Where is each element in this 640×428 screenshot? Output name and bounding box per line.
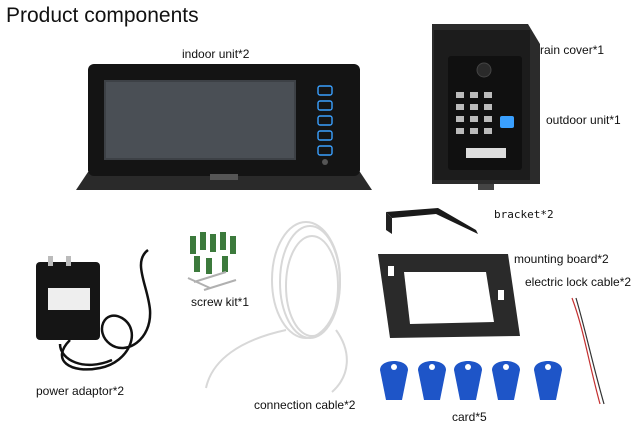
page-title: Product components [6,4,199,27]
label-outdoor-unit: outdoor unit*1 [546,113,621,127]
connection-cable-image [205,221,348,393]
power-adaptor-image [36,249,152,371]
screw-kit-image [187,232,237,291]
label-screw-kit: screw kit*1 [191,295,250,309]
indoor-monitor-image [76,64,372,190]
label-bracket: bracket*2 [494,208,554,221]
label-electric-lock-cable: electric lock cable*2 [525,275,632,289]
label-mounting-board: mounting board*2 [514,252,609,266]
label-rain-cover: rain cover*1 [540,43,605,57]
mounting-board-image [378,254,520,338]
label-card: card*5 [452,410,487,424]
bracket-image [386,208,478,234]
label-connection-cable: connection cable*2 [254,398,356,412]
cards-image [380,361,562,400]
electric-lock-cable-image [571,297,605,405]
label-power-adaptor: power adaptor*2 [36,384,125,398]
label-indoor-unit: indoor unit*2 [182,47,250,61]
outdoor-unit-image [432,24,540,190]
